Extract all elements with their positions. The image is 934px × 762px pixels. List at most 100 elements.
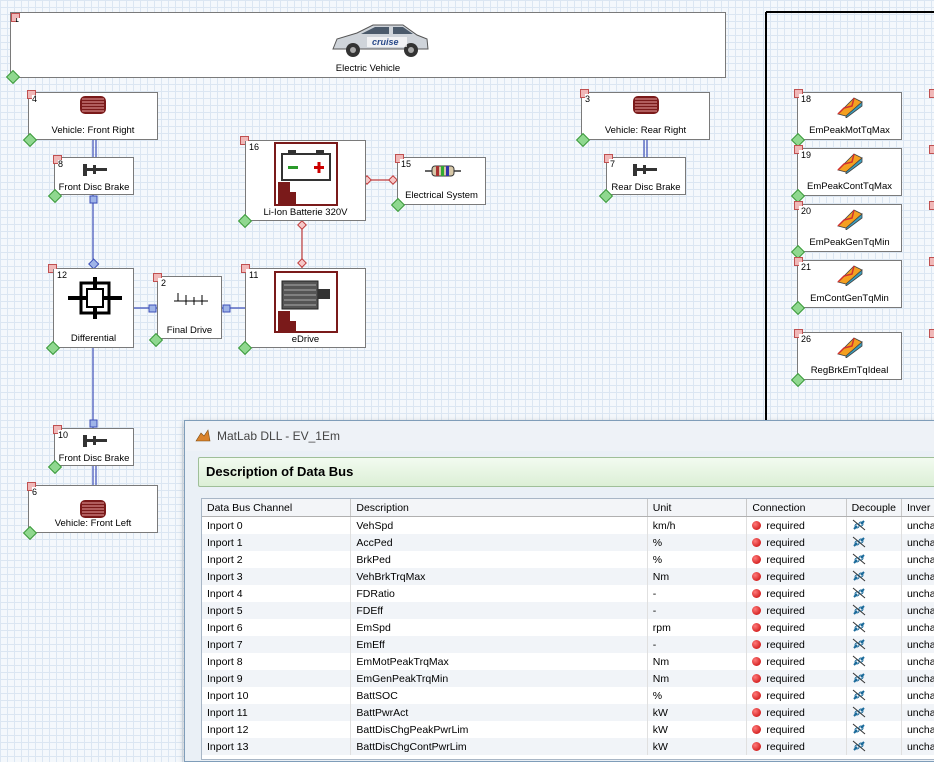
unit-cell: -	[647, 602, 748, 619]
decouple-icon[interactable]	[852, 723, 866, 735]
channel-cell: Inport 13	[202, 738, 352, 755]
decouple-cell[interactable]	[846, 568, 902, 585]
description-cell: AccPed	[350, 534, 648, 551]
column-header[interactable]: Decouple	[846, 499, 902, 517]
block-label: eDrive	[291, 334, 320, 345]
block-number: 10	[58, 430, 69, 440]
decouple-cell[interactable]	[846, 653, 902, 670]
decouple-icon[interactable]	[852, 604, 866, 616]
column-header[interactable]: Description	[350, 499, 648, 517]
decouple-icon[interactable]	[852, 740, 866, 752]
decouple-icon[interactable]	[852, 706, 866, 718]
decouple-icon[interactable]	[852, 655, 866, 667]
dialog-title-bar[interactable]: MatLab DLL - EV_1Em	[185, 421, 934, 452]
decouple-icon[interactable]	[852, 570, 866, 582]
map-3d-icon	[837, 97, 863, 118]
description-cell: EmMotPeakTrqMax	[350, 653, 648, 670]
decouple-cell[interactable]	[846, 670, 902, 687]
decouple-cell[interactable]	[846, 721, 902, 738]
decouple-icon[interactable]	[852, 536, 866, 548]
block-number: 11	[249, 270, 259, 280]
channel-cell: Inport 12	[202, 721, 352, 738]
decouple-cell[interactable]	[846, 704, 902, 721]
decouple-icon[interactable]	[852, 689, 866, 701]
front-disc-brake-block[interactable]: 8 Front Disc Brake	[54, 157, 134, 195]
connection-text: required	[766, 536, 805, 549]
decouple-cell[interactable]	[846, 687, 902, 704]
decouple-icon[interactable]	[852, 553, 866, 565]
connection-text: required	[766, 570, 805, 583]
invert-cell: uncha	[901, 585, 934, 602]
decouple-cell[interactable]	[846, 636, 902, 653]
unit-cell: kW	[647, 704, 748, 721]
block-number: 8	[58, 159, 64, 169]
block-flag-red-icon	[395, 154, 404, 163]
battery-block[interactable]: 16 Li-Ion Batterie 320V	[245, 140, 366, 221]
differential-block[interactable]: 12 Differential	[53, 268, 134, 348]
description-cell: BrkPed	[350, 551, 648, 568]
decouple-cell[interactable]	[846, 534, 902, 551]
decouple-cell[interactable]	[846, 551, 902, 568]
unit-cell: -	[647, 636, 748, 653]
decouple-cell[interactable]	[846, 619, 902, 636]
invert-cell: uncha	[901, 653, 934, 670]
rear-disc-brake-block[interactable]: 7 Rear Disc Brake	[606, 157, 686, 195]
description-cell: FDEff	[350, 602, 648, 619]
vehicle-front-left-block[interactable]: 6 Vehicle: Front Left	[28, 485, 158, 533]
connection-cell: required	[746, 653, 847, 670]
brake-icon	[83, 435, 107, 447]
brake-icon	[83, 164, 107, 176]
front-disc-brake-block[interactable]: 10 Front Disc Brake	[54, 428, 134, 466]
column-header[interactable]: Connection	[746, 499, 847, 517]
matlab-dll-dialog: MatLab DLL - EV_1Em Description of Data …	[184, 420, 934, 762]
connection-cell: required	[746, 602, 847, 619]
required-status-icon	[752, 537, 762, 547]
block-label: Vehicle: Rear Right	[604, 125, 687, 136]
final-drive-block[interactable]: 2 Final Drive	[157, 276, 222, 339]
vehicle-front-right-block[interactable]: 4 Vehicle: Front Right	[28, 92, 158, 140]
vehicle-rear-right-block[interactable]: 3 Vehicle: Rear Right	[581, 92, 710, 140]
decouple-cell[interactable]	[846, 516, 902, 534]
connection-cell: required	[746, 551, 847, 568]
decouple-cell[interactable]	[846, 602, 902, 619]
column-header[interactable]: Data Bus Channel	[202, 499, 352, 517]
decouple-cell[interactable]	[846, 738, 902, 755]
required-status-icon	[752, 673, 762, 683]
block-label: Vehicle: Front Left	[54, 518, 132, 529]
invert-cell: uncha	[901, 704, 934, 721]
resistor-icon	[425, 165, 461, 177]
electric-vehicle-block[interactable]: 1 cruise Electric Vehicle	[10, 12, 726, 78]
column-header[interactable]: Inver	[901, 499, 934, 517]
block-label: EmPeakMotTqMax	[809, 125, 890, 136]
block-number: 3	[585, 94, 591, 104]
decouple-icon[interactable]	[852, 519, 866, 531]
edrive-block[interactable]: 11 eDrive	[245, 268, 366, 348]
decouple-icon[interactable]	[852, 638, 866, 650]
column-header[interactable]: Unit	[647, 499, 748, 517]
decouple-icon[interactable]	[852, 621, 866, 633]
decouple-icon[interactable]	[852, 587, 866, 599]
decouple-icon[interactable]	[852, 672, 866, 684]
electrical-system-block[interactable]: 15 Electrical System	[397, 157, 486, 205]
decouple-cell[interactable]	[846, 585, 902, 602]
